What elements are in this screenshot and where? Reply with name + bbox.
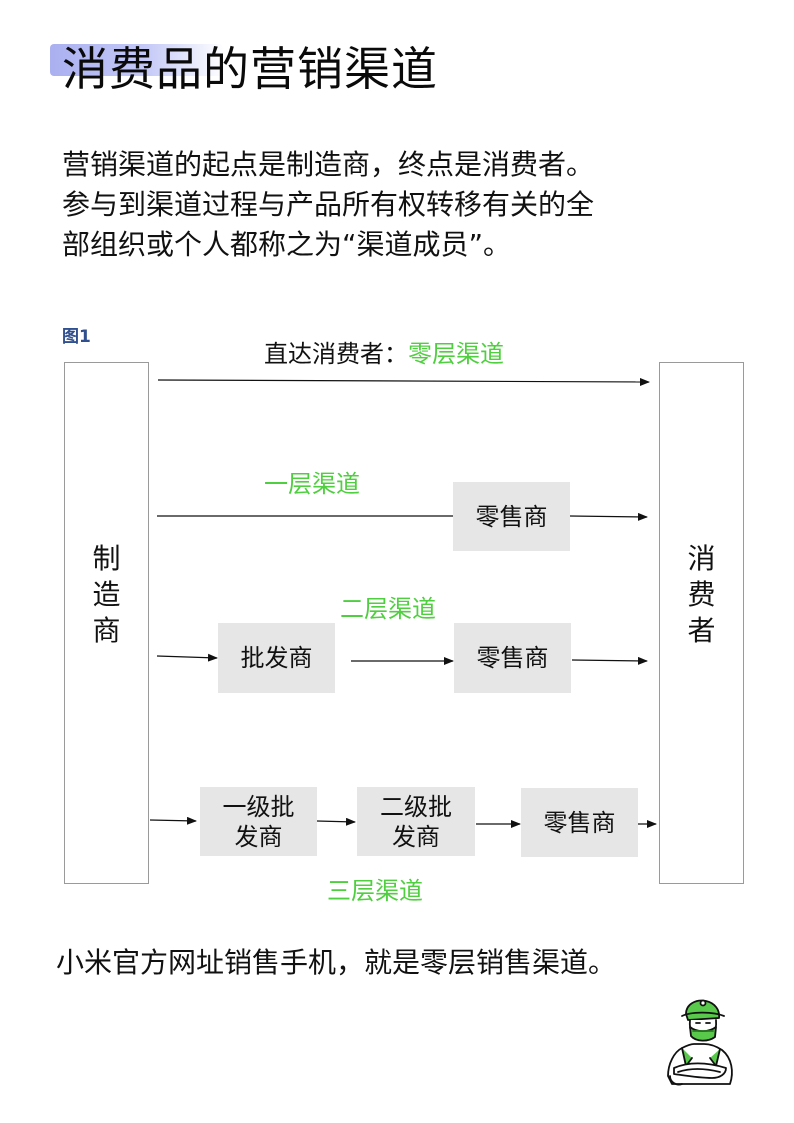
arrow-level2-to-wholesaler [156, 653, 218, 662]
conclusion-text: 小米官方网址销售手机，就是零层销售渠道。 [56, 946, 617, 979]
intro-line-3: 部组织或个人都称之为“渠道成员”。 [62, 228, 512, 261]
manufacturer-label: 制 造 商 [92, 542, 121, 647]
consumer-box: 消 费 者 [659, 362, 744, 884]
level3-wholesaler1-node: 一级批 发商 [200, 787, 317, 856]
arrow-level3-to-wholesaler2 [316, 817, 356, 826]
masked-person-mascot-icon [667, 999, 733, 1086]
level2-retailer-node: 零售商 [454, 623, 571, 693]
title-highlight [50, 44, 224, 76]
consumer-label: 消 费 者 [687, 542, 716, 647]
level1-label: 一层渠道 [264, 470, 360, 498]
manufacturer-box: 制 造 商 [64, 362, 149, 884]
arrow-level1-to-consumer [569, 512, 648, 521]
intro-line-2: 参与到渠道过程与产品所有权转移有关的全 [62, 188, 595, 221]
level2-wholesaler-node: 批发商 [218, 623, 335, 693]
arrow-level3-to-wholesaler1 [149, 816, 197, 825]
level1-retailer-node: 零售商 [453, 482, 570, 551]
intro-line-1: 营销渠道的起点是制造商，终点是消费者。 [62, 148, 595, 181]
page-title: 消费品的营销渠道 [62, 42, 438, 96]
arrow-level2-to-consumer [571, 656, 648, 665]
level3-label: 三层渠道 [327, 877, 423, 905]
level3-retailer-node: 零售商 [521, 788, 638, 857]
level2-label: 二层渠道 [340, 595, 436, 623]
intro-paragraph: 营销渠道的起点是制造商，终点是消费者。 参与到渠道过程与产品所有权转移有关的全 … [62, 145, 742, 265]
zero-level-label: 直达消费者：零层渠道 [264, 339, 504, 369]
level3-wholesaler2-node: 二级批 发商 [357, 787, 475, 856]
direct-prefix: 直达消费者： [264, 340, 408, 368]
zero-level-name: 零层渠道 [408, 340, 504, 368]
arrow-direct [157, 377, 650, 386]
figure-label: 图1 [62, 327, 91, 347]
